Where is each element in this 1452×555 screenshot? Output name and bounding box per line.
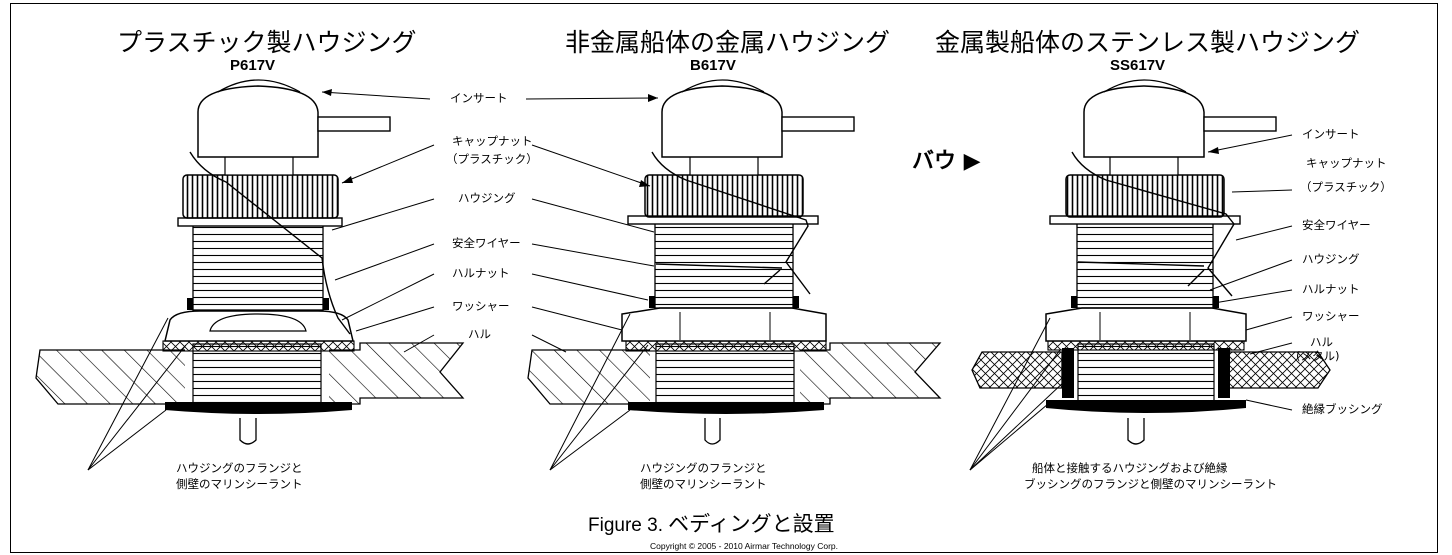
hull-washer bbox=[625, 340, 827, 352]
insert-stem bbox=[224, 154, 294, 176]
panel-stainless-housing-metal-hull bbox=[971, 79, 1331, 445]
flange-gasket bbox=[1213, 296, 1219, 308]
label-capnut-material-3: （プラスチック） bbox=[1300, 180, 1392, 194]
safety-wire bbox=[651, 151, 811, 295]
panel-2-model: B617V bbox=[690, 57, 736, 74]
label-hull-3: ハル bbox=[1310, 335, 1333, 349]
cable bbox=[317, 116, 391, 132]
bottom-flange bbox=[1046, 400, 1246, 413]
label-safety-wire: 安全ワイヤー bbox=[452, 236, 521, 250]
bow-indicator: バウ ▶ bbox=[912, 148, 981, 174]
housing-thread-lower bbox=[655, 343, 795, 407]
label-hull-material-3: (メタル) bbox=[1296, 349, 1340, 363]
flange-gasket bbox=[793, 296, 799, 308]
label-housing: ハウジング bbox=[458, 191, 516, 205]
insulating-bushing bbox=[1062, 348, 1074, 398]
label-housing-3: ハウジング bbox=[1302, 252, 1360, 266]
label-insert-3: インサート bbox=[1302, 127, 1360, 141]
housing-stem bbox=[239, 418, 257, 445]
label-sealant-3b: ブッシングのフランジと側壁のマリンシーラント bbox=[1024, 477, 1277, 491]
housing-stem bbox=[1127, 418, 1145, 445]
panel-1-model: P617V bbox=[230, 57, 276, 74]
figure-caption: Figure 3. ベディングと設置 bbox=[588, 512, 835, 536]
housing-stem bbox=[704, 418, 721, 445]
insert-dome bbox=[681, 79, 765, 93]
insert-dome bbox=[1103, 79, 1187, 93]
label-capnut-3: キャップナット bbox=[1306, 156, 1387, 170]
insulating-bushing bbox=[1218, 348, 1230, 398]
label-sealant-2b: 側壁のマリンシーラント bbox=[640, 477, 767, 491]
label-insert: インサート bbox=[450, 91, 508, 105]
label-sealant-1b: 側壁のマリンシーラント bbox=[176, 477, 303, 491]
figure-frame bbox=[10, 3, 1438, 553]
flange-gasket bbox=[323, 298, 329, 310]
label-washer-3: ワッシャー bbox=[1302, 309, 1360, 323]
housing-flange bbox=[177, 217, 343, 227]
leader-arrowheads bbox=[322, 89, 1219, 187]
label-sealant-2: ハウジングのフランジと bbox=[640, 461, 767, 475]
hull-nut-detail bbox=[209, 313, 307, 332]
label-capnut-material: （プラスチック） bbox=[446, 152, 538, 166]
insert-stem bbox=[1109, 154, 1179, 176]
caption-prefix: Figure 3. bbox=[588, 515, 663, 536]
hull-nut bbox=[621, 307, 827, 342]
insert-dome bbox=[217, 79, 301, 93]
housing-thread-upper bbox=[192, 221, 324, 311]
flange-gasket bbox=[187, 298, 193, 310]
cap-nut bbox=[182, 174, 339, 219]
cap-nut bbox=[1065, 174, 1225, 218]
label-sealant-1: ハウジングのフランジと bbox=[176, 461, 303, 475]
copyright: Copyright © 2005 - 2010 Airmar Technolog… bbox=[650, 541, 839, 551]
panel-metal-housing-nonmetal-hull bbox=[527, 79, 942, 445]
hull-washer bbox=[1047, 340, 1245, 351]
insert-cap bbox=[197, 85, 319, 158]
caption-text: ベディングと設置 bbox=[668, 512, 835, 536]
hull-nut bbox=[164, 310, 354, 342]
safety-wire bbox=[189, 151, 351, 335]
label-sealant-3: 船体と接触するハウジングおよび絶縁 bbox=[1032, 461, 1228, 475]
label-hull: ハル bbox=[468, 327, 491, 341]
label-hull-nut-3: ハルナット bbox=[1302, 282, 1360, 296]
cable bbox=[781, 116, 855, 132]
hull-nut bbox=[1045, 307, 1247, 342]
leader-lines bbox=[87, 91, 1293, 471]
label-hull-nut: ハルナット bbox=[452, 266, 510, 280]
label-bushing-3: 絶縁ブッシング bbox=[1302, 402, 1383, 416]
panel-3-model: SS617V bbox=[1110, 57, 1166, 74]
panel-1-title: プラスチック製ハウジング bbox=[117, 28, 417, 57]
panel-3-title: 金属製船体のステンレス製ハウジング bbox=[935, 28, 1361, 57]
safety-wire bbox=[1071, 151, 1235, 297]
label-washer: ワッシャー bbox=[452, 299, 510, 313]
bottom-flange bbox=[628, 402, 824, 414]
hull-washer bbox=[162, 340, 355, 352]
label-safety-wire-3: 安全ワイヤー bbox=[1302, 218, 1371, 232]
insert-cap bbox=[661, 85, 783, 158]
flange-gasket bbox=[1071, 296, 1077, 308]
housing-thread-lower bbox=[192, 343, 322, 407]
housing-thread-lower bbox=[1077, 343, 1215, 407]
panel-2-title: 非金属船体の金属ハウジング bbox=[565, 28, 891, 57]
insert-cap bbox=[1083, 85, 1205, 158]
insert-stem bbox=[689, 154, 759, 176]
flange-gasket bbox=[649, 296, 655, 308]
bottom-flange bbox=[165, 402, 352, 414]
label-capnut: キャップナット bbox=[452, 134, 533, 148]
panel-plastic-housing bbox=[35, 79, 465, 445]
hull-section bbox=[971, 351, 1063, 389]
cable bbox=[1203, 116, 1277, 132]
